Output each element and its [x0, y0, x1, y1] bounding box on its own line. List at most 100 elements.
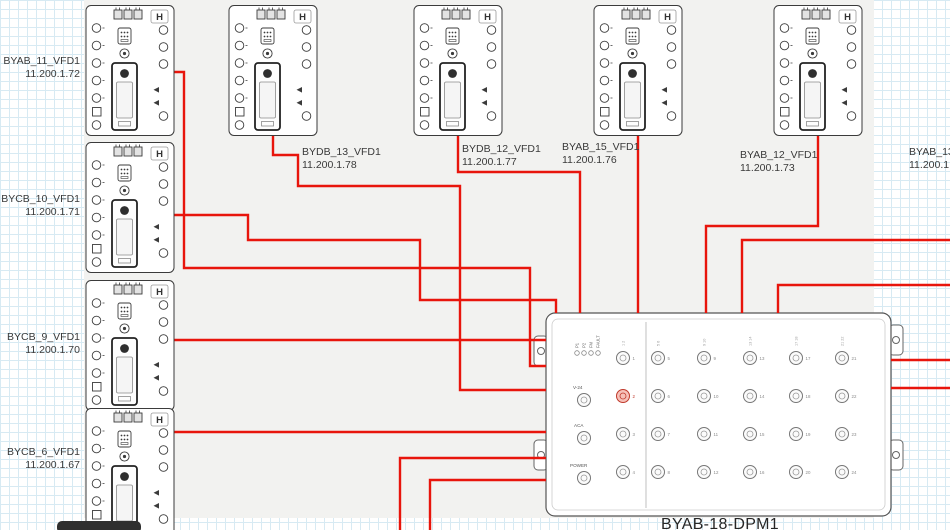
dpm-port[interactable]: [651, 351, 665, 365]
dpm-port-inner: [746, 468, 754, 476]
dpm-port[interactable]: [743, 465, 757, 479]
dpm-port-inner: [838, 468, 846, 476]
dpm-port-inner: [654, 430, 662, 438]
device-name: BYCB_10_VFD1: [1, 193, 80, 205]
dpm-port[interactable]: [651, 465, 665, 479]
dpm-port[interactable]: [651, 427, 665, 441]
device-ip: 11.200.1.67: [25, 459, 80, 471]
device-ip: 11.200.1.73: [740, 162, 795, 174]
dpm-port[interactable]: [697, 351, 711, 365]
vfd-device-bycb-9[interactable]: [85, 279, 175, 412]
device-label: BYCB_6_VFD1 11.200.1.67: [0, 446, 83, 472]
dpm-port[interactable]: [743, 427, 757, 441]
dpm-port-inner: [746, 430, 754, 438]
dpm-port-inner: [700, 430, 708, 438]
dpm-port[interactable]: [697, 465, 711, 479]
wire-BYCB_10_VFD1[interactable]: [174, 213, 558, 313]
dpm-port[interactable]: [789, 389, 803, 403]
dpm-port[interactable]: [697, 427, 711, 441]
dpm-port[interactable]: [651, 389, 665, 403]
dpm-port[interactable]: [835, 351, 849, 365]
dpm-port-inner: [700, 354, 708, 362]
label-aca: ACA: [574, 423, 584, 428]
device-label: BYCB_10_VFD1 11.200.1.71: [0, 193, 83, 219]
dpm-aux-connectors[interactable]: [577, 393, 591, 485]
dpm-port-number: 24: [852, 470, 857, 475]
wire-BYAB_12_VFD1[interactable]: [704, 132, 820, 313]
wire-offscreen-right[interactable]: [776, 283, 950, 313]
dpm-outer-frame: [545, 312, 892, 517]
device-ip: 11.200.1.71: [25, 206, 80, 218]
dpm-port-number: 20: [806, 470, 811, 475]
device-label: BYAB_11_VFD1 11.200.1.72: [0, 55, 83, 81]
dpm-port-highlighted[interactable]: [616, 389, 630, 403]
dpm-port-inner: [792, 392, 800, 400]
device-label: BYCB_9_VFD1 11.200.1.70: [0, 331, 83, 357]
vfd-device-byab-11[interactable]: [85, 4, 175, 137]
dpm-port-number: 7: [668, 432, 671, 437]
dpm-port[interactable]: [789, 465, 803, 479]
dpm-port-number: 21: [852, 356, 857, 361]
label-v24: V-24: [573, 385, 583, 390]
dpm-port-number: 23: [852, 432, 857, 437]
dpm-port[interactable]: [835, 389, 849, 403]
dpm-port-number: 1: [633, 356, 636, 361]
dpm-port-number: 14: [760, 394, 765, 399]
dpm-port[interactable]: [835, 465, 849, 479]
dpm-port-inner: [838, 354, 846, 362]
device-name: BYCB_9_VFD1: [7, 331, 80, 343]
vfd-device-byab-15[interactable]: [593, 4, 683, 137]
dpm-port-number: 16: [760, 470, 765, 475]
dpm-port[interactable]: [789, 427, 803, 441]
device-name: BYAB_11_VFD1: [3, 55, 80, 67]
dpm-port[interactable]: [835, 427, 849, 441]
dpm-port-number: 17: [806, 356, 811, 361]
dpm-port[interactable]: [743, 351, 757, 365]
dpm-port-inner: [619, 430, 627, 438]
dpm-title: BYAB-18-DPM1: [660, 516, 779, 530]
device-name: BYCB_6_VFD1: [7, 446, 80, 458]
wire-offscreen-bottom[interactable]: [398, 456, 546, 530]
vfd-device-bycb-10[interactable]: [85, 141, 175, 274]
dpm-port-column-header: 21 22: [841, 336, 845, 346]
device-label: BYAB_12_VFD1 11.200.1.73: [740, 149, 817, 175]
dpm-port[interactable]: [697, 389, 711, 403]
dpm-port-number: 19: [806, 432, 811, 437]
device-ip: 11.200.1.77: [462, 156, 517, 168]
vfd-device-bycb-6[interactable]: [85, 407, 175, 530]
wire-BYDB_13_VFD1[interactable]: [271, 132, 546, 392]
dpm-port[interactable]: [789, 351, 803, 365]
dpm-port-number: 13: [760, 356, 765, 361]
dpm-port-column-header: 13 14: [749, 336, 753, 346]
dpm-port-number: 3: [633, 432, 636, 437]
dpm-status-leds: [574, 350, 601, 356]
wire-layer: [174, 70, 950, 530]
vfd-device-bydb-13[interactable]: [228, 4, 318, 137]
device-ip: 11.200.1.70: [25, 344, 80, 356]
dpm-port[interactable]: [616, 427, 630, 441]
dpm-port-number: 12: [714, 470, 719, 475]
dpm-port-number: 18: [806, 394, 811, 399]
dpm-port-inner: [619, 354, 627, 362]
dpm-port[interactable]: [743, 389, 757, 403]
wire-BYDB_12_VFD1[interactable]: [456, 132, 582, 313]
dpm-port-inner: [838, 392, 846, 400]
wire-offscreen-bottom[interactable]: [428, 478, 546, 530]
led-label-p1: P1: [575, 342, 580, 348]
device-name: BYAB_15_VFD1: [562, 141, 640, 153]
dpm-port[interactable]: [616, 465, 630, 479]
dpm-port-number: 2: [633, 394, 636, 399]
device-label: BYDB_13_VFD1 11.200.1.78: [302, 146, 381, 172]
device-ip: 11.200.1.78: [302, 159, 357, 171]
vfd-device-bydb-12[interactable]: [413, 4, 503, 137]
wire-BYAB_11_VFD1[interactable]: [174, 70, 546, 368]
device-name: BYDB_13_VFD1: [302, 146, 381, 158]
dpm-port-number: 4: [633, 470, 636, 475]
dpm-port[interactable]: [616, 351, 630, 365]
wire-offscreen-right[interactable]: [740, 238, 950, 313]
vfd-device-byab-12[interactable]: [773, 4, 863, 137]
device-label: BYDB_12_VFD1 11.200.1.77: [462, 143, 541, 169]
